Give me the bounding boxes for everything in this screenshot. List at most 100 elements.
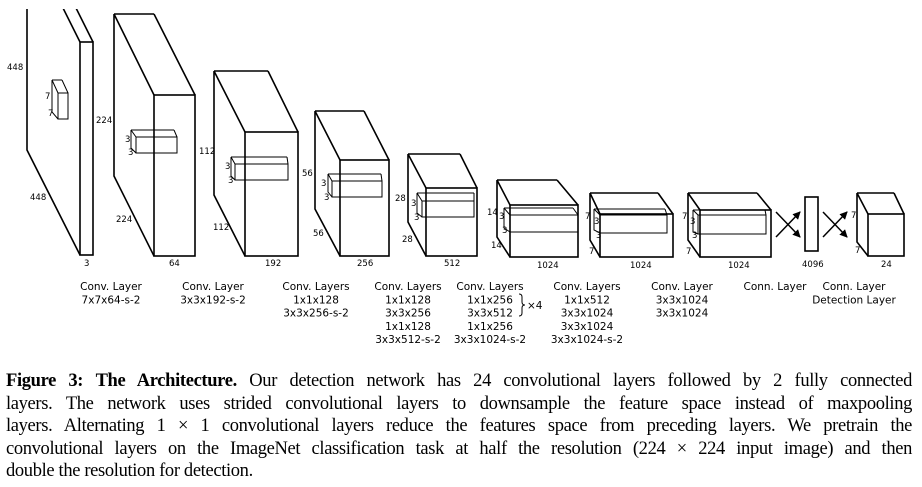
- dim-l3-height: 56: [302, 169, 313, 179]
- kernel-cube: [692, 209, 767, 235]
- feature-volume-front-face: [244, 131, 299, 257]
- connection-arrow: [822, 211, 848, 238]
- layer-spec: 3x3x256-s-2: [283, 308, 349, 320]
- kernel-cube-edges: [593, 208, 668, 234]
- dim-l2-channels: 192: [265, 259, 281, 269]
- dim-l6-channels: 1024: [630, 261, 652, 271]
- layer-spec: 1x1x128: [385, 321, 431, 333]
- kernel-cube-front-face: [331, 180, 383, 198]
- dim-kernel-h: 3: [499, 212, 504, 222]
- caption-line: double the resolution for detection.: [6, 461, 253, 482]
- layer-type: Conn. Layer: [743, 281, 807, 293]
- layer-type: Conv. Layers: [374, 281, 441, 293]
- dim-l7-height: 7: [682, 212, 687, 222]
- feature-volume: [496, 179, 579, 258]
- layer-spec: 7x7x64-s-2: [82, 294, 141, 306]
- dim-input-channels: 3: [84, 259, 89, 269]
- dim-l1-width: 224: [116, 215, 132, 225]
- layer-type: Conv. Layer: [80, 281, 142, 293]
- feature-volume: [213, 70, 299, 257]
- caption-title: The Architecture.: [95, 371, 238, 391]
- dim-kernel-w: 3: [228, 176, 233, 186]
- kernel-cube-front-face: [697, 214, 767, 235]
- dim-l6-width: 7: [589, 247, 594, 257]
- layer-spec: 1x1x128: [293, 294, 339, 306]
- kernel-cube-edges: [51, 79, 69, 120]
- feature-volume-front-face: [509, 204, 579, 258]
- caption-line: layers. Alternating 1 × 1 convolutional …: [6, 416, 912, 437]
- kernel-cube: [416, 192, 475, 218]
- dim-kernel-w: 3: [502, 226, 507, 236]
- dim-kernel1-w: 7: [48, 109, 53, 119]
- dim-l1-height: 224: [96, 116, 112, 126]
- layer-spec: 3x3x192-s-2: [180, 294, 246, 306]
- layer-spec: 3x3x1024-s-2: [551, 334, 623, 346]
- dim-l6-height: 7: [585, 212, 590, 222]
- kernel-cube-edges: [503, 207, 579, 233]
- dim-l2-height: 112: [199, 147, 215, 157]
- feature-volume: [314, 110, 390, 257]
- layer-type: Conv. Layer: [651, 281, 713, 293]
- feature-volume-edges: [113, 13, 196, 257]
- layer-type: Conv. Layers: [456, 281, 523, 293]
- kernel-cube: [230, 156, 289, 181]
- layer-label: Conv. Layers1x1x2563x3x5121x1x2563x3x102…: [454, 281, 526, 346]
- dim-out-height: 7: [851, 211, 856, 221]
- caption-line: convolutional layers on the ImageNet cla…: [6, 438, 912, 459]
- layer-label: Conn. Layer: [743, 281, 807, 293]
- feature-volume-edges: [687, 192, 772, 258]
- layer-type: Conv. Layers: [282, 281, 349, 293]
- feature-volume-edges: [213, 70, 299, 257]
- output-volume-front-face: [867, 213, 905, 257]
- layer-spec: 3x3x512-s-2: [375, 334, 441, 346]
- feature-volume: [687, 192, 772, 258]
- layer-spec: 3x3x1024-s-2: [454, 334, 526, 346]
- kernel-cube: [130, 129, 178, 154]
- fc-connection-2: [822, 211, 848, 238]
- caption-text: Our detection network has 24 convolution…: [249, 371, 912, 391]
- kernel-cube-front-face: [135, 136, 178, 154]
- kernel-cube-edges: [416, 192, 475, 218]
- dim-kernel-w: 3: [692, 231, 697, 241]
- dim-l4-width: 28: [402, 235, 413, 245]
- layer-type: Conv. Layers: [553, 281, 620, 293]
- kernel-cube-front-face: [57, 92, 69, 120]
- feature-volume-edges: [314, 110, 390, 257]
- feature-volume-front-face: [599, 213, 674, 258]
- dim-kernel-w: 3: [596, 231, 601, 241]
- layer-spec: 3x3x256: [385, 308, 431, 320]
- feature-volume-front-face: [153, 94, 196, 257]
- feature-volume: [407, 153, 478, 257]
- dim-input-height: 448: [7, 63, 23, 73]
- dim-kernel-w: 3: [324, 193, 329, 203]
- dim-l5-height: 14: [487, 208, 498, 218]
- layer-spec: 1x1x256: [467, 321, 513, 333]
- dim-kernel-h: 3: [225, 162, 230, 172]
- fc-layer-vector: [804, 196, 819, 252]
- layer-type: Conn. Layer: [822, 281, 886, 293]
- brace-icon: [518, 293, 526, 317]
- output-volume: [856, 192, 905, 257]
- layer-spec: 3x3x1024: [561, 321, 614, 333]
- layer-spec: 3x3x512: [467, 308, 513, 320]
- kernel-cube-edges: [327, 173, 383, 198]
- kernel-cube: [327, 173, 383, 198]
- dim-kernel-h: 3: [594, 217, 599, 227]
- figure-caption: Figure 3: The Architecture. Our detectio…: [6, 370, 912, 483]
- layer-spec: 1x1x512: [564, 294, 610, 306]
- layer-spec: 3x3x1024: [656, 308, 709, 320]
- input-volume-front-face: [79, 41, 94, 256]
- dim-l5-width: 14: [491, 241, 502, 251]
- dim-kernel-h: 3: [411, 199, 416, 209]
- fc-connection-1: [775, 211, 801, 238]
- dim-input-width: 448: [30, 193, 46, 203]
- dim-kernel-h: 3: [690, 217, 695, 227]
- input-volume: [26, 0, 94, 256]
- dim-kernel-h: 3: [321, 179, 326, 189]
- feature-volume: [589, 192, 674, 258]
- dim-out-width: 7: [855, 246, 860, 256]
- dim-l7-channels: 1024: [728, 261, 750, 271]
